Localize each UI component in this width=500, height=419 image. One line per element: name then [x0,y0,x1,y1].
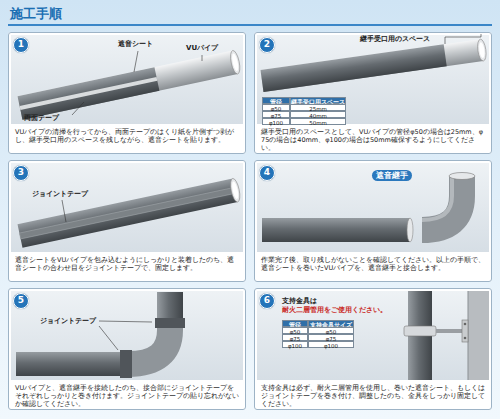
table-cell: φ50 [262,104,290,111]
sound-sheet [260,44,446,92]
part-label: 両面テープ [24,114,59,123]
sound-elbow [422,176,462,230]
step-caption: VUパイプの清掃を行ってから、両面テープのはくり紙を片側ずつ剥がし、継手受口用の… [15,128,241,144]
wall [468,291,489,380]
table-cell: φ75 [308,334,354,341]
picture-ground [257,163,489,252]
pipe-figure [260,39,487,92]
step-number: 5 [13,293,29,309]
picture-ground [11,163,243,252]
pipe-figure [18,178,242,248]
joint-tape [19,187,235,239]
table-cell: 40mm [290,111,346,118]
sound-sheet [18,67,160,120]
table-cell: φ100 [282,341,308,348]
pipe-end [407,218,413,242]
sound-sheet-pipe [262,218,410,242]
picture-ground [257,291,489,380]
part-label: 支持金具は [282,297,317,306]
pipe-bore [231,53,240,72]
title-rule [8,24,492,26]
part-label: VUパイプ [186,44,218,53]
bolt [464,337,467,340]
step-caption: VUパイプと、遮音継手を接続したのち、接合部にジョイントテープをそれぞれしっかり… [15,384,241,408]
step-number: 1 [13,37,29,53]
leader-line [62,200,66,222]
pipe-figure [18,50,242,120]
table-header: 管径 [262,97,290,104]
table-cell: φ100 [262,118,290,125]
picture-ground [11,35,243,124]
panel-ground [254,160,492,282]
space-bracket [445,34,481,44]
vu-pipe [18,51,238,120]
pipe-end [476,39,487,62]
table-header: 継手受口用スペース [290,97,346,104]
part-tag: 遮音継手 [372,170,412,181]
note-text: 耐火二層管用をご使用ください。 [282,306,387,315]
step-number: 2 [259,37,275,53]
panel-ground [254,288,492,410]
support-rod [436,329,462,333]
pipe-bore [478,42,485,59]
sound-sheet-pipe [16,352,128,376]
picture-ground [11,291,243,380]
step-panel: 2 継手受口用のスペースとして、VUパイプの管径φ50の場合は25mm、φ75の場… [254,32,492,154]
sound-sheet [18,179,238,248]
pipe-bore [231,181,240,200]
step-caption: 作業完了後、取り残しがないことを確認してください。以上の手順で、遮音シートを巻い… [261,256,487,272]
leader-line [72,102,84,115]
table-cell: φ75 [282,334,308,341]
support-band [404,326,436,336]
panel-ground [254,32,492,154]
sound-elbow [128,322,170,364]
table-cell: φ75 [262,111,290,118]
part-label: ジョイントテープ [32,190,88,199]
part-label: 遮音シート [118,40,153,49]
panel-grounds [8,32,492,410]
page-title: 施工手順 [10,5,62,23]
table-cell: φ100 [308,341,354,348]
table-cell: 50mm [290,118,346,125]
leader-line [99,321,152,322]
elbow-end [449,173,475,180]
picture-ground [257,35,489,124]
sound-sheet-pipe [157,292,183,322]
panel-ground [8,160,246,282]
step-caption: 支持金具は必ず、耐火二層管用を使用し、巻いた遮音シート、もしくはジョイントテープ… [261,384,487,408]
step-number: 4 [259,165,275,181]
step-caption: 遮音シートをVUパイプを包み込むようにしっかりと装着したのち、遮音シートの合わせ… [15,256,241,272]
part-label: 継手受口用のスペース [360,35,430,44]
joint-tape [120,350,132,378]
pipe-end [229,178,242,203]
panel-ground [8,32,246,154]
step-panel: 5VUパイプと、遮音継手を接続したのち、接合部にジョイントテープをそれぞれしっか… [8,288,246,410]
vu-pipe [260,39,483,92]
step-panel: 3 遮音シートをVUパイプを包み込むようにしっかりと装着したのち、遮音シートの合わ… [8,160,246,282]
table-header: 管径 [282,320,308,327]
table-cell: φ50 [282,327,308,334]
table-header: 支持金具サイズ [308,320,354,327]
panel-ground [8,288,246,410]
pipe-end [229,50,242,75]
leader-line [202,55,203,61]
bolt [464,323,467,326]
table-cell: 25mm [290,104,346,111]
leader-line [99,326,118,350]
wall-plate [462,320,468,342]
elbow-shine [422,176,452,220]
table-cell: φ50 [308,327,354,334]
step-number: 6 [259,293,275,309]
part-label: ジョイントテープ [40,317,96,326]
leader-line [134,51,138,72]
double-tape [20,77,158,110]
step-number: 3 [13,165,29,181]
joint-tape [155,318,185,328]
step-caption: 継手受口用のスペースとして、VUパイプの管径φ50の場合は25mm、φ75の場合… [261,128,487,152]
